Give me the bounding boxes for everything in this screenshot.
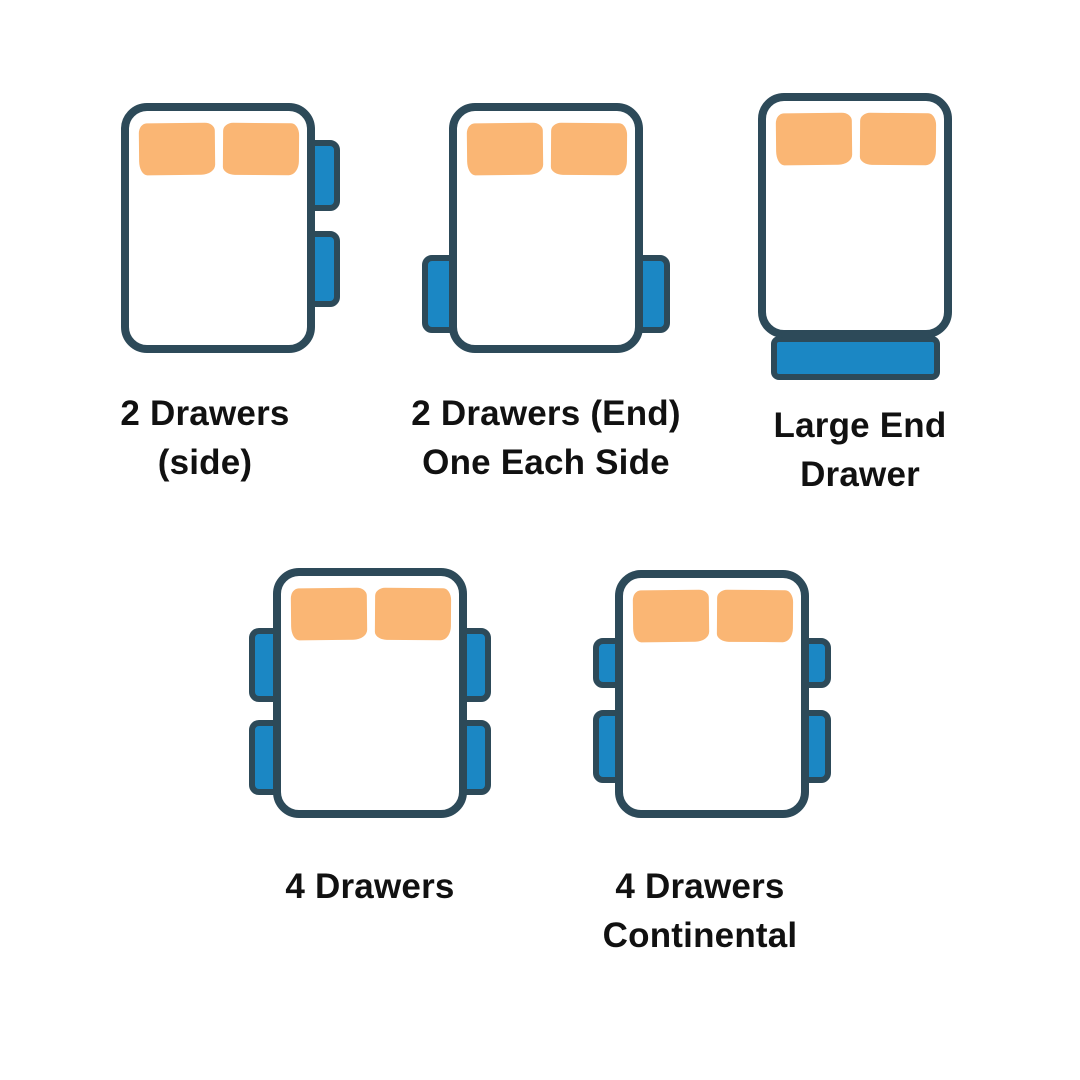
bed-figure-4-drawers-continental (593, 570, 831, 818)
pillow-right (222, 122, 300, 176)
label-line-1: 4 Drawers (615, 867, 785, 906)
label-line-2: One Each Side (422, 443, 670, 482)
label-4-drawers-continental: 4 Drawers Continental (545, 862, 855, 960)
pillow-left (290, 587, 368, 641)
bed-figure-2-drawers-side (121, 103, 340, 353)
pillow-left (466, 122, 544, 176)
pillow-right (716, 589, 794, 643)
drawer-large-end (771, 336, 940, 380)
bed-outline (615, 570, 809, 818)
label-line-2: Drawer (800, 455, 920, 494)
bed-outline (758, 93, 952, 338)
pillow-right (374, 587, 452, 641)
label-line-1: 4 Drawers (285, 867, 455, 906)
pillow-left (775, 112, 853, 166)
pillow-right (859, 112, 937, 166)
label-line-1: 2 Drawers (120, 394, 290, 433)
bed-outline (449, 103, 643, 353)
pillow-right (550, 122, 628, 176)
bed-figure-large-end-drawer (758, 93, 952, 380)
pillow-left (632, 589, 710, 643)
bed-outline (121, 103, 315, 353)
pillow-left (138, 122, 216, 176)
label-line-2: Continental (602, 916, 798, 955)
bed-figure-4-drawers (249, 568, 491, 818)
label-large-end-drawer: Large End Drawer (708, 401, 1012, 499)
bed-outline (273, 568, 467, 818)
bed-figure-2-drawers-end (422, 103, 670, 353)
label-2-drawers-side: 2 Drawers (side) (55, 389, 355, 487)
label-2-drawers-end: 2 Drawers (End) One Each Side (381, 389, 711, 487)
label-line-1: 2 Drawers (End) (411, 394, 681, 433)
label-4-drawers: 4 Drawers (220, 862, 520, 911)
label-line-1: Large End (773, 406, 947, 445)
label-line-2: (side) (157, 443, 253, 482)
